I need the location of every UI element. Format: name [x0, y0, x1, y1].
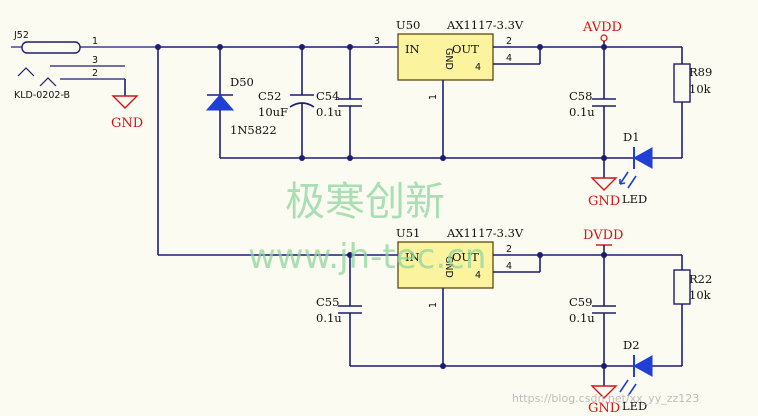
- capacitor-c59: C59 0.1u: [569, 295, 616, 386]
- c54-ref: C54: [316, 89, 339, 103]
- avdd-label: AVDD: [582, 20, 622, 35]
- j52-ref: J52: [13, 30, 29, 41]
- d2-ref: D2: [623, 338, 640, 352]
- u50-pin-gnd: GND: [443, 48, 454, 70]
- d50-value: 1N5822: [230, 123, 277, 137]
- regulator-u51: U51 AX1117-3.3V IN OUT 4 GND 1 2 4: [396, 226, 604, 366]
- gnd-symbol-bottom: GND: [588, 385, 620, 416]
- resistor-r89: R89 10k: [673, 63, 712, 158]
- u50-pin-in-num: 3: [374, 36, 380, 47]
- u51-pin-tab: 4: [475, 270, 481, 281]
- gnd-label-top: GND: [588, 194, 620, 209]
- connector-j52: J52 1 3 2 KLD-0202-B: [11, 30, 158, 101]
- dvdd-label: DVDD: [583, 228, 623, 243]
- gnd-symbol-connector: GND: [111, 79, 143, 131]
- u51-pin-out-num: 2: [506, 244, 512, 255]
- capacitor-c58: C58 0.1u: [569, 89, 616, 178]
- u50-pin-in: IN: [405, 42, 420, 56]
- r22-value: 10k: [689, 288, 712, 302]
- c54-value: 0.1u: [316, 105, 342, 119]
- r89-ref: R89: [689, 65, 712, 79]
- d1-ref: D1: [623, 130, 640, 144]
- d1-value: LED: [622, 192, 647, 206]
- r22-ref: R22: [689, 272, 712, 286]
- gnd-label-bottom: GND: [588, 401, 620, 416]
- c55-ref: C55: [316, 295, 339, 309]
- jack-barrel: [21, 41, 81, 54]
- led-d1: D1 LED: [619, 130, 653, 206]
- watermark-cn: 极寒创新: [285, 179, 445, 225]
- d50-ref: D50: [230, 75, 254, 89]
- u50-pin-gnd-num: 1: [428, 94, 439, 100]
- c59-value: 0.1u: [569, 311, 595, 325]
- u51-pin-gnd-num: 1: [428, 302, 439, 308]
- d2-value: LED: [622, 399, 647, 413]
- u51-pin-out: OUT: [452, 250, 479, 264]
- u50-part: AX1117-3.3V: [446, 18, 524, 32]
- u50-pin-tab-num: 4: [506, 53, 512, 64]
- u51-pin-gnd: GND: [443, 256, 454, 278]
- u51-part: AX1117-3.3V: [446, 226, 524, 240]
- u50-pin-out: OUT: [452, 42, 479, 56]
- u51-pin-in: IN: [405, 250, 420, 264]
- watermark-corner: https://blog.csdn.net/xx_yy_zz123: [512, 392, 699, 405]
- c52-ref: C52: [258, 89, 281, 103]
- u50-ref: U50: [396, 18, 420, 32]
- capacitor-c54: C54 0.1u: [316, 47, 362, 158]
- j52-part: KLD-0202-B: [14, 90, 70, 101]
- jack-sleeve-contact: [17, 67, 35, 77]
- resistor-r22: R22 10k: [673, 269, 712, 366]
- c58-ref: C58: [569, 89, 592, 103]
- r89-value: 10k: [689, 82, 712, 96]
- gnd-symbol-top: GND: [588, 177, 620, 209]
- j52-pin1-num: 1: [92, 36, 98, 47]
- c55-value: 0.1u: [316, 311, 342, 325]
- input-wires: [155, 44, 398, 256]
- u50-pin-out-num: 2: [506, 36, 512, 47]
- u51-ref: U51: [396, 226, 420, 240]
- dvdd-net: DVDD: [583, 228, 683, 306]
- capacitor-c55: C55 0.1u: [316, 252, 362, 366]
- capacitor-c52: C52 10uF: [258, 47, 315, 158]
- diode-d50: D50 1N5822: [205, 47, 277, 158]
- top-ground-bus: [220, 155, 682, 161]
- regulator-u50: U50 AX1117-3.3V 3 IN OUT 4 GND 1 2 4: [374, 18, 604, 158]
- c58-value: 0.1u: [569, 105, 595, 119]
- bottom-ground-bus: [350, 363, 682, 369]
- j52-pin3-num: 3: [92, 55, 98, 66]
- led-d2: D2 LED: [619, 338, 653, 413]
- c52-value: 10uF: [258, 105, 288, 119]
- gnd-label-connector: GND: [111, 116, 143, 131]
- jack-switch-contact: [39, 77, 57, 87]
- u51-pin-tab-num: 4: [506, 261, 512, 272]
- watermark-url: www.jh-tec.cn: [248, 237, 486, 277]
- j52-pin2-num: 2: [92, 68, 98, 79]
- c59-ref: C59: [569, 295, 592, 309]
- avdd-net: AVDD: [582, 20, 683, 99]
- u50-pin-tab: 4: [475, 62, 481, 73]
